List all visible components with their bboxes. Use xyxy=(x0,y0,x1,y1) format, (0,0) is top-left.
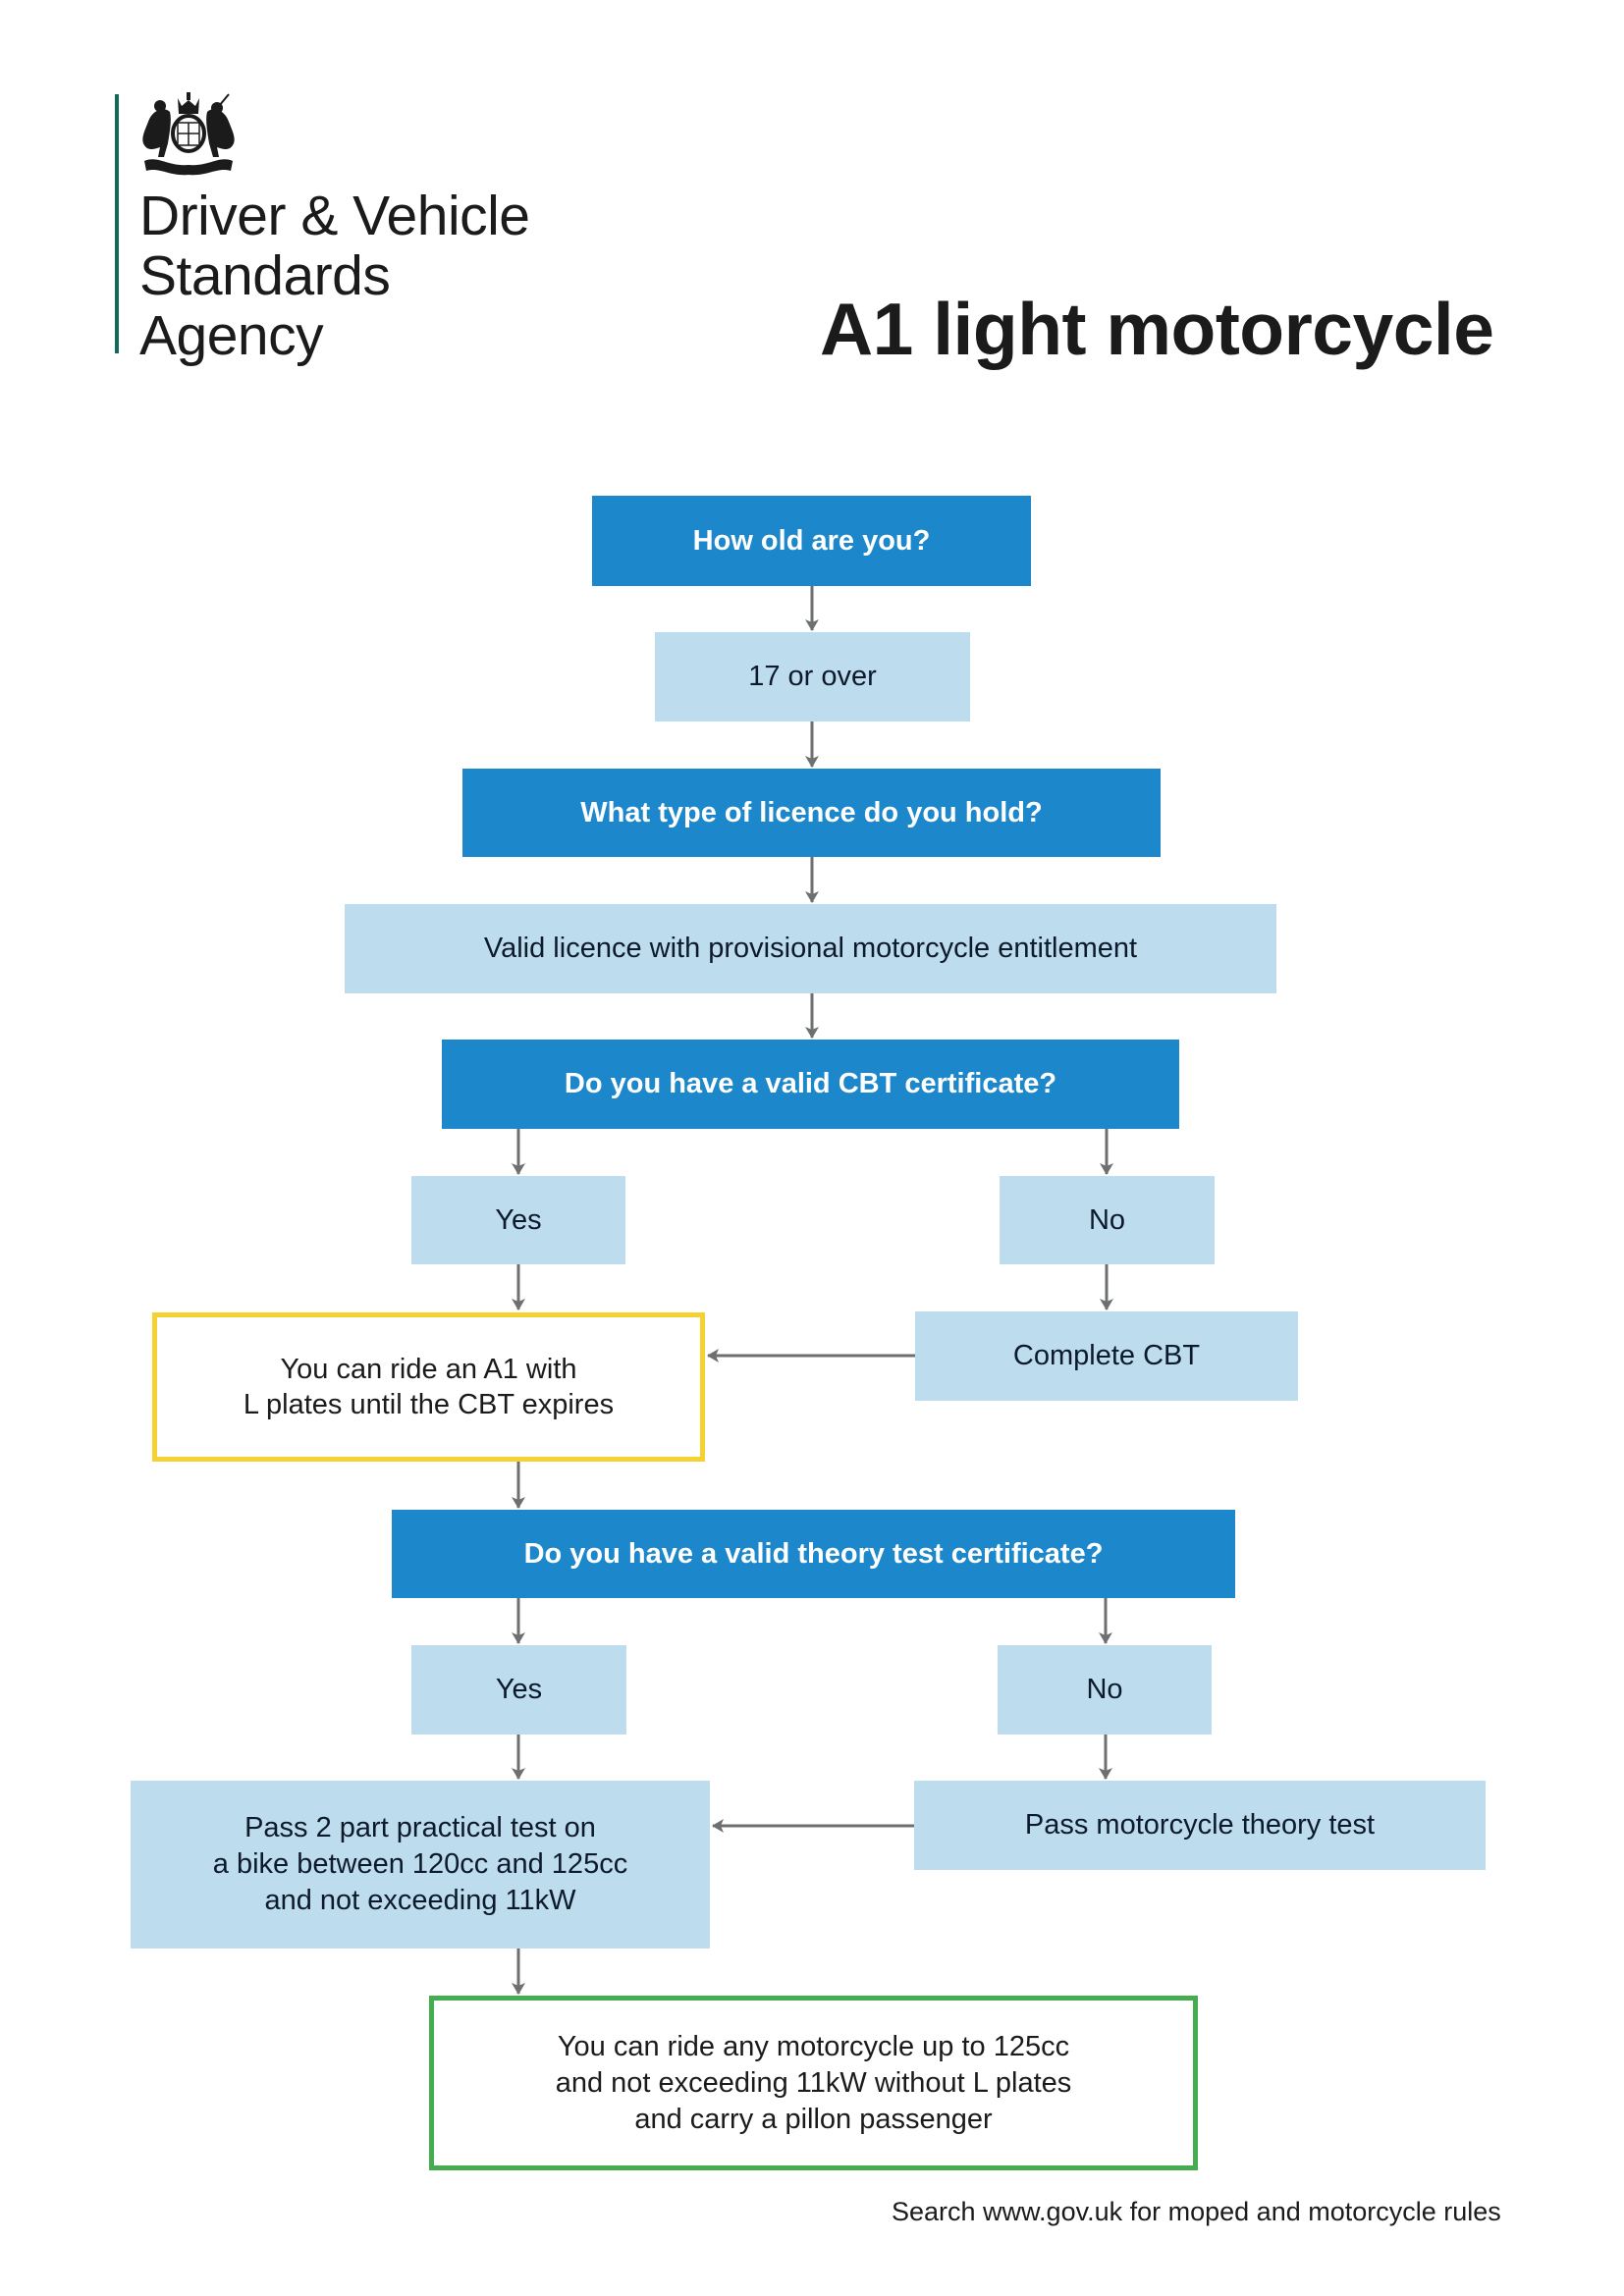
outcome-cbt-l-plates: You can ride an A1 with L plates until t… xyxy=(152,1312,705,1462)
step-complete-cbt-text: Complete CBT xyxy=(1012,1340,1201,1371)
final-line-2: and not exceeding 11kW without L plates xyxy=(555,2066,1072,2099)
org-name-line-2: Standards xyxy=(139,244,391,307)
answer-age: 17 or over xyxy=(655,632,970,721)
question-licence: What type of licence do you hold? xyxy=(462,769,1161,857)
practical-line-1: Pass 2 part practical test on xyxy=(244,1812,596,1843)
question-age: How old are you? xyxy=(592,496,1031,586)
answer-cbt-yes-text: Yes xyxy=(495,1203,542,1236)
final-line-3: and carry a pillon passenger xyxy=(634,2103,993,2135)
question-age-text: How old are you? xyxy=(692,524,931,557)
org-name-line-3: Agency xyxy=(139,304,324,367)
step-practical-test: Pass 2 part practical test on a bike bet… xyxy=(131,1781,710,1949)
question-cbt-text: Do you have a valid CBT certificate? xyxy=(564,1068,1057,1099)
practical-line-3: and not exceeding 11kW xyxy=(264,1885,576,1916)
org-name-line-1: Driver & Vehicle xyxy=(139,185,530,247)
answer-age-text: 17 or over xyxy=(748,661,877,692)
footer-note: Search www.gov.uk for moped and motorcyc… xyxy=(892,2197,1501,2226)
outcome-cbt-line-1: You can ride an A1 with xyxy=(280,1354,577,1385)
answer-cbt-no: No xyxy=(1000,1176,1215,1264)
logo-accent-bar xyxy=(115,94,119,353)
answer-licence: Valid licence with provisional motorcycl… xyxy=(345,904,1276,993)
final-line-1: You can ride any motorcycle up to 125cc xyxy=(557,2030,1070,2062)
answer-theory-no-text: No xyxy=(1086,1674,1123,1705)
question-cbt: Do you have a valid CBT certificate? xyxy=(442,1040,1179,1129)
step-pass-theory: Pass motorcycle theory test xyxy=(914,1781,1486,1870)
answer-theory-yes-text: Yes xyxy=(495,1674,543,1705)
page-title: A1 light motorcycle xyxy=(820,288,1494,370)
step-complete-cbt: Complete CBT xyxy=(915,1311,1298,1401)
practical-line-2: a bike between 120cc and 125cc xyxy=(212,1848,628,1880)
outcome-cbt-line-2: L plates until the CBT expires xyxy=(243,1389,615,1420)
royal-coat-of-arms-icon xyxy=(142,92,235,176)
outcome-final: You can ride any motorcycle up to 125cc … xyxy=(429,1996,1198,2170)
question-theory: Do you have a valid theory test certific… xyxy=(392,1510,1235,1598)
question-theory-text: Do you have a valid theory test certific… xyxy=(523,1537,1104,1570)
question-licence-text: What type of licence do you hold? xyxy=(580,796,1043,828)
answer-cbt-no-text: No xyxy=(1088,1203,1126,1236)
answer-theory-yes: Yes xyxy=(411,1645,626,1735)
answer-licence-text: Valid licence with provisional motorcycl… xyxy=(483,933,1138,964)
answer-theory-no: No xyxy=(998,1645,1212,1735)
answer-cbt-yes: Yes xyxy=(411,1176,625,1264)
step-pass-theory-text: Pass motorcycle theory test xyxy=(1024,1809,1376,1841)
